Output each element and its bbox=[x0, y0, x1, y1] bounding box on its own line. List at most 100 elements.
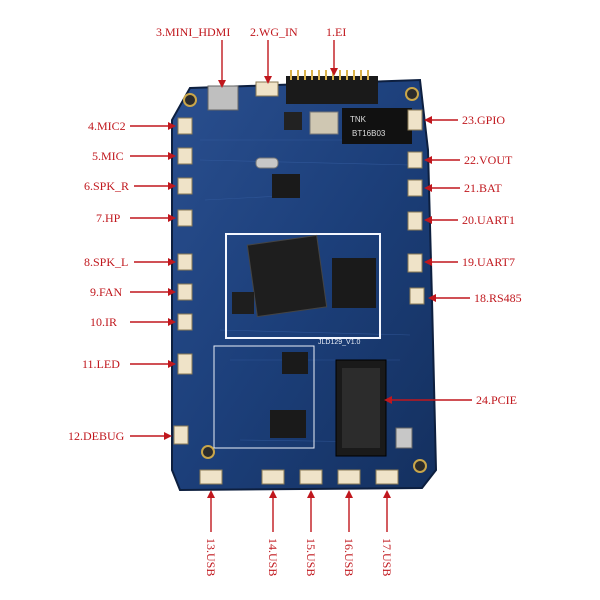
label-usb13: 13.USB bbox=[204, 538, 218, 576]
spk-r-connector bbox=[177, 177, 193, 195]
fan-connector bbox=[177, 283, 193, 301]
label-spk-r: 6.SPK_R bbox=[84, 179, 129, 193]
arrowhead-mini-hdmi bbox=[218, 80, 226, 88]
label-debug: 12.DEBUG bbox=[68, 429, 125, 443]
rs485-connector bbox=[409, 287, 425, 305]
lower-chip-a bbox=[282, 352, 308, 374]
arrowhead-usb14 bbox=[269, 490, 277, 498]
uart7-connector bbox=[407, 253, 423, 273]
ir-connector bbox=[177, 313, 193, 331]
usb15-connector bbox=[299, 469, 323, 485]
arrowhead-ei bbox=[330, 68, 338, 76]
arrowhead-uart1 bbox=[424, 216, 432, 224]
label-vout: 22.VOUT bbox=[464, 153, 513, 167]
hdmi-connector bbox=[207, 85, 239, 111]
arrowhead-uart7 bbox=[424, 258, 432, 266]
label-gpio: 23.GPIO bbox=[462, 113, 505, 127]
lower-silk-frame bbox=[213, 345, 315, 449]
gpio-connector bbox=[407, 109, 423, 131]
arrowhead-mic2 bbox=[168, 122, 176, 130]
arrowhead-bat bbox=[424, 184, 432, 192]
arrowhead-hp bbox=[168, 214, 176, 222]
wg-in-connector bbox=[255, 81, 279, 97]
label-usb14: 14.USB bbox=[266, 538, 280, 576]
mic2-connector bbox=[177, 117, 193, 135]
callout-labels: 1.EI 2.WG_IN 3.MINI_HDMI 4.MIC2 5.MIC 6.… bbox=[68, 25, 522, 576]
lower-chip-b bbox=[270, 410, 306, 438]
usb16-connector bbox=[337, 469, 361, 485]
arrowhead-spk-l bbox=[168, 258, 176, 266]
label-bat: 21.BAT bbox=[464, 181, 502, 195]
small-module bbox=[309, 111, 339, 135]
arrowhead-vout bbox=[424, 156, 432, 164]
bat-connector bbox=[407, 179, 423, 197]
label-pcie: 24.PCIE bbox=[476, 393, 517, 407]
arrowhead-pcie bbox=[384, 396, 392, 404]
tnk-brand: TNK bbox=[350, 115, 367, 124]
bottom-connectors bbox=[199, 469, 399, 485]
label-mic: 5.MIC bbox=[92, 149, 124, 163]
mount-hole bbox=[183, 93, 197, 107]
small-chip bbox=[284, 112, 302, 130]
right-connectors bbox=[407, 109, 425, 305]
mount-hole bbox=[405, 87, 419, 101]
label-mic2: 4.MIC2 bbox=[88, 119, 126, 133]
vout-connector bbox=[407, 151, 423, 169]
pcb-board: TNK BT16B03 JLD129_V1.0 bbox=[171, 70, 438, 492]
debug-connector bbox=[173, 425, 189, 445]
ei-pins bbox=[290, 70, 369, 80]
arrowhead-mic bbox=[168, 152, 176, 160]
ei-header bbox=[286, 76, 378, 104]
label-led: 11.LED bbox=[82, 357, 120, 371]
arrowhead-usb16 bbox=[345, 490, 353, 498]
pcie-contacts bbox=[342, 368, 380, 448]
emmc-chip bbox=[232, 292, 254, 314]
soc-frame bbox=[225, 233, 381, 339]
arrowhead-ir bbox=[168, 318, 176, 326]
arrowhead-usb17 bbox=[383, 490, 391, 498]
led-connector bbox=[177, 353, 193, 375]
soc-chip bbox=[246, 234, 328, 318]
mount-hole bbox=[413, 459, 427, 473]
board-model: JLD129_V1.0 bbox=[318, 339, 361, 346]
arrowhead-spk-r bbox=[168, 182, 176, 190]
label-uart7: 19.UART7 bbox=[462, 255, 515, 269]
callout-arrows bbox=[130, 40, 472, 532]
label-mini-hdmi: 3.MINI_HDMI bbox=[156, 25, 230, 39]
label-usb17: 17.USB bbox=[380, 538, 394, 576]
label-ir: 10.IR bbox=[90, 315, 117, 329]
label-hp: 7.HP bbox=[96, 211, 121, 225]
label-ei: 1.EI bbox=[326, 25, 346, 39]
usb14-connector bbox=[261, 469, 285, 485]
arrowhead-usb15 bbox=[307, 490, 315, 498]
crystal bbox=[255, 157, 279, 169]
arrowhead-gpio bbox=[424, 116, 432, 124]
tnk-chip bbox=[342, 108, 412, 144]
uart1-connector bbox=[407, 211, 423, 231]
label-rs485: 18.RS485 bbox=[474, 291, 522, 305]
arrowhead-fan bbox=[168, 288, 176, 296]
arrowhead-usb13 bbox=[207, 490, 215, 498]
mic-connector bbox=[177, 147, 193, 165]
label-wg-in: 2.WG_IN bbox=[250, 25, 298, 39]
label-uart1: 20.UART1 bbox=[462, 213, 515, 227]
ram-chip bbox=[332, 258, 376, 308]
arrowhead-debug bbox=[164, 432, 172, 440]
label-spk-l: 8.SPK_L bbox=[84, 255, 128, 269]
tnk-code: BT16B03 bbox=[352, 129, 386, 138]
label-usb16: 16.USB bbox=[342, 538, 356, 576]
spk-l-connector bbox=[177, 253, 193, 271]
arrowhead-wg-in bbox=[264, 76, 272, 84]
pmic-chip bbox=[272, 174, 300, 198]
pcie-latch bbox=[395, 427, 413, 449]
usb17-connector bbox=[375, 469, 399, 485]
label-usb15: 15.USB bbox=[304, 538, 318, 576]
arrowhead-rs485 bbox=[428, 294, 436, 302]
hp-connector bbox=[177, 209, 193, 227]
left-connectors bbox=[173, 117, 193, 445]
usb13-connector bbox=[199, 469, 223, 485]
label-fan: 9.FAN bbox=[90, 285, 122, 299]
mount-hole bbox=[201, 445, 215, 459]
arrowhead-led bbox=[168, 360, 176, 368]
